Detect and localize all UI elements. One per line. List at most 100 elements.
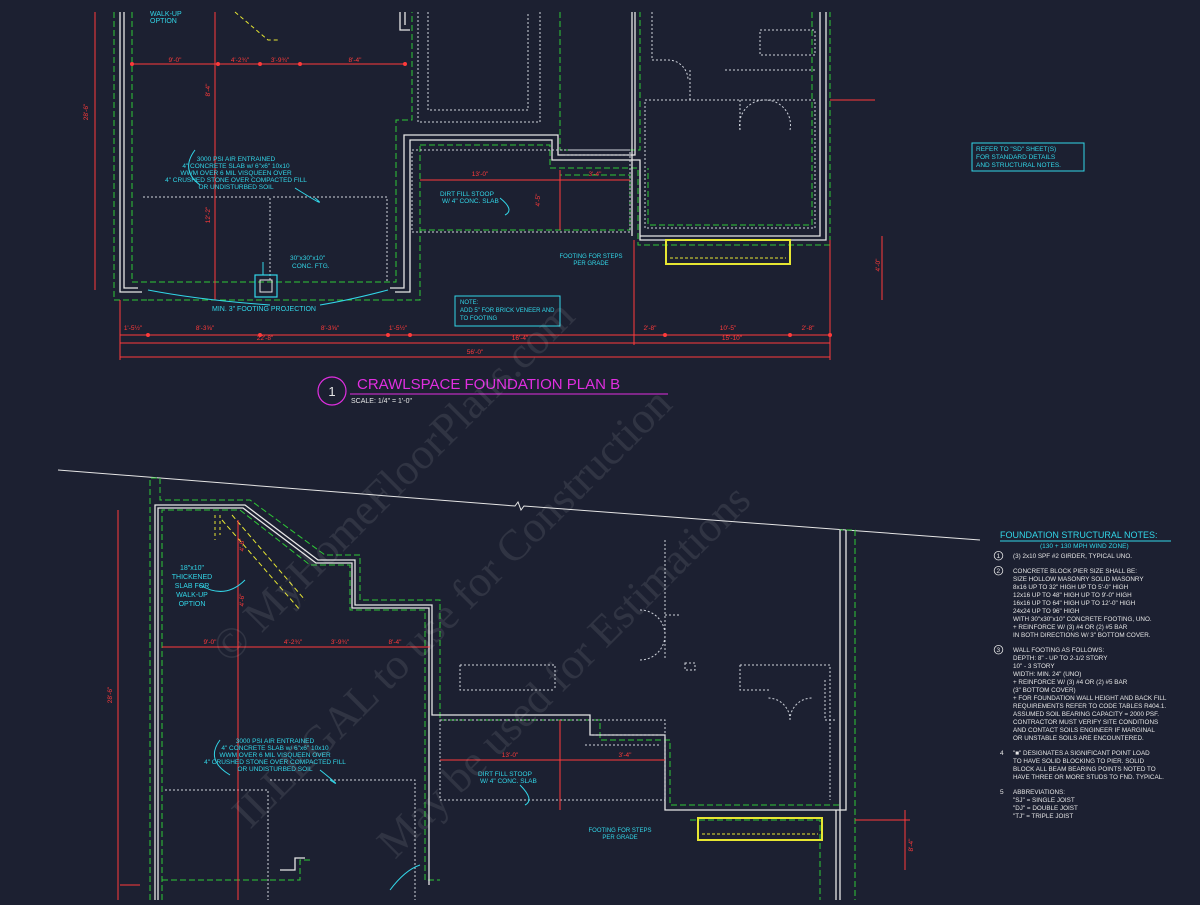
structural-note-line: BLOCK ALL BEAM BEARING POINTS NOTED TO	[1013, 766, 1156, 773]
plan-lower-walkup-stair	[221, 514, 306, 611]
structural-note-line: 10" - 3 STORY	[1013, 663, 1055, 670]
svg-text:8'-4": 8'-4"	[389, 639, 403, 646]
svg-text:FOR STANDARD DETAILS: FOR STANDARD DETAILS	[976, 154, 1056, 161]
structural-note-line: + FOR FOUNDATION WALL HEIGHT AND BACK FI…	[1013, 695, 1167, 702]
plan-b-interior-dotted	[143, 12, 816, 282]
structural-note-line: ASSUMED SOIL BEARING CAPACITY = 2000 PSF…	[1013, 711, 1159, 718]
structural-note-line: WIDTH: MIN. 24" (UNO)	[1013, 671, 1081, 678]
svg-text:9'-0": 9'-0"	[204, 639, 218, 646]
structural-note-line: WITH 30"x30"x10" CONCRETE FOOTING, UNO.	[1013, 616, 1152, 623]
plan-b: WALK-UP OPTION 3000 PSI AIR ENTRAINED 4"…	[83, 11, 883, 406]
plan-b-number-bubble	[317, 376, 347, 406]
svg-text:REFER TO "SD" SHEET(S): REFER TO "SD" SHEET(S)	[976, 146, 1056, 153]
break-line	[57, 469, 981, 541]
svg-text:ADD 5" FOR BRICK VENEER AND: ADD 5" FOR BRICK VENEER AND	[460, 308, 555, 314]
plan-b-pier	[259, 279, 273, 293]
svg-text:22'-8": 22'-8"	[257, 335, 274, 342]
plan-lower-dimension-text: 9'-0" 4'-2¾" 3'-9¾" 8'-4" 13'-0" 3'-4"	[204, 639, 633, 759]
svg-text:OPTION: OPTION	[179, 601, 206, 608]
svg-text:2'-8": 2'-8"	[802, 325, 816, 332]
structural-note-line: DEPTH: 8" - UP TO 2-1/2 STORY	[1013, 655, 1108, 662]
svg-text:56'-0": 56'-0"	[467, 349, 484, 356]
structural-note-line: + REINFORCE W/ (3) #4 OR (2) #5 BAR	[1013, 624, 1128, 631]
svg-text:18"x10": 18"x10"	[180, 565, 205, 572]
svg-text:FOOTING FOR STEPS: FOOTING FOR STEPS	[559, 254, 622, 260]
svg-text:AND STRUCTURAL NOTES.: AND STRUCTURAL NOTES.	[976, 162, 1061, 169]
plan-lower-dimension-lines	[117, 510, 910, 900]
structural-note-line: (3" BOTTOM COVER)	[1013, 687, 1076, 694]
watermark-line-1: © MyHomeFloorPlans.com	[202, 291, 584, 673]
plan-b-dimension-lines	[94, 12, 883, 360]
svg-text:DIRT FILL STOOP: DIRT FILL STOOP	[440, 191, 494, 198]
svg-text:9'-0": 9'-0"	[169, 57, 183, 64]
svg-text:WWM OVER 6 MIL VISQUEEN OVER: WWM OVER 6 MIL VISQUEEN OVER	[219, 752, 331, 759]
svg-text:8'-4": 8'-4"	[349, 57, 363, 64]
plan-b-footing-lines	[113, 12, 831, 301]
structural-note-number: 3	[997, 647, 1001, 654]
structural-note-number: 1	[997, 553, 1001, 560]
plan-b-leaders	[147, 149, 510, 306]
svg-text:4" CONCRETE SLAB w/ 6"x6" 10x1: 4" CONCRETE SLAB w/ 6"x6" 10x10	[221, 745, 329, 752]
plan-lower-stoop-note: DIRT FILL STOOP W/ 4" CONC. SLAB	[478, 771, 537, 785]
svg-text:1'-5½": 1'-5½"	[124, 324, 143, 332]
plan-b-scale: SCALE: 1/4" = 1'-0"	[351, 398, 412, 405]
structural-note-number: 5	[1000, 789, 1004, 796]
svg-text:13'-0": 13'-0"	[472, 171, 489, 178]
plan-lower-footing-lines	[149, 477, 856, 900]
plan-b-number: 1	[328, 384, 335, 399]
structural-note-line: 16x16 UP TO 64" HIGH UP TO 12'-0" HIGH	[1013, 600, 1136, 607]
svg-text:4" CRUSHED STONE OVER COMPACTE: 4" CRUSHED STONE OVER COMPACTED FILL	[165, 177, 307, 184]
structural-note-line: CONTRACTOR MUST VERIFY SITE CONDITIONS	[1013, 719, 1158, 726]
plan-lower-steps-note: FOOTING FOR STEPS PER GRADE	[588, 828, 651, 841]
svg-text:TO FOOTING: TO FOOTING	[460, 316, 498, 322]
structural-note-line: CONCRETE BLOCK PIER SIZE SHALL BE:	[1013, 568, 1137, 575]
svg-text:OR UNDISTURBED SOIL: OR UNDISTURBED SOIL	[237, 766, 313, 773]
svg-text:10'-5": 10'-5"	[720, 325, 737, 332]
structural-note-number-bubble	[993, 566, 1004, 576]
plan-lower-walkup-edge	[214, 515, 221, 540]
plan-b-dim-ticks	[130, 62, 832, 337]
svg-text:W/ 4" CONC. SLAB: W/ 4" CONC. SLAB	[480, 778, 537, 785]
structural-note-line: TO HAVE SOLID BLOCKING TO PIER. SOLID	[1013, 758, 1145, 765]
plan-b-slab-note: 3000 PSI AIR ENTRAINED 4" CONCRETE SLAB …	[165, 156, 307, 191]
svg-text:PER GRADE: PER GRADE	[602, 835, 637, 841]
svg-text:WWM OVER 6 MIL VISQUEEN OVER: WWM OVER 6 MIL VISQUEEN OVER	[180, 170, 292, 177]
plan-b-footing-pad	[254, 274, 278, 298]
plan-lower-leaders	[199, 579, 530, 891]
svg-text:THICKENED: THICKENED	[172, 574, 212, 581]
plan-lower-dim-vert-2: 8'-4"	[908, 838, 915, 852]
structural-note-line: "TJ" = TRIPLE JOIST	[1013, 813, 1073, 820]
watermark: © MyHomeFloorPlans.com ILLEGAL to use fo…	[202, 291, 759, 868]
svg-text:SLAB FOR: SLAB FOR	[175, 583, 210, 590]
svg-text:CONC. FTG.: CONC. FTG.	[292, 263, 330, 270]
plan-b-title-block: 1 CRAWLSPACE FOUNDATION PLAN B SCALE: 1/…	[317, 376, 668, 406]
plan-lower-slab-note: 3000 PSI AIR ENTRAINED 4" CONCRETE SLAB …	[204, 738, 346, 773]
plan-b-projection-note: MIN. 3" FOOTING PROJECTION	[212, 306, 316, 313]
svg-text:W/ 4" CONC. SLAB: W/ 4" CONC. SLAB	[442, 198, 499, 205]
plan-lower-dim-vert-0: 4'-6"	[239, 538, 246, 552]
plan-b-dim-vert-2: 4'-0"	[875, 258, 882, 272]
structural-notes-subheading: (130 + 130 MPH WIND ZONE)	[1040, 543, 1129, 550]
plan-b-door-swings	[667, 59, 791, 131]
structural-note-line: IN BOTH DIRECTIONS W/ 3" BOTTOM COVER.	[1013, 632, 1151, 639]
svg-text:1'-5½": 1'-5½"	[389, 324, 408, 332]
plan-b-steps	[665, 239, 791, 265]
structural-note-line: ABBREVIATIONS:	[1013, 789, 1065, 796]
plan-b-dim-vert-1: 8'-4"	[205, 83, 212, 97]
svg-text:4" CONCRETE SLAB w/ 6"x6" 10x1: 4" CONCRETE SLAB w/ 6"x6" 10x10	[182, 163, 290, 170]
svg-text:PER GRADE: PER GRADE	[573, 261, 608, 267]
plan-lower-walkup-note: 18"x10" THICKENED SLAB FOR WALK-UP OPTIO…	[172, 565, 212, 608]
plan-b-stoop-note: DIRT FILL STOOP W/ 4" CONC. SLAB	[440, 191, 499, 205]
svg-text:WALK-UP: WALK-UP	[176, 592, 208, 599]
plan-b-walkup-stair	[234, 11, 280, 41]
plan-b-veneer-note: NOTE: ADD 5" FOR BRICK VENEER AND TO FOO…	[454, 295, 561, 327]
svg-text:3000 PSI AIR ENTRAINED: 3000 PSI AIR ENTRAINED	[197, 156, 276, 163]
structural-note-line: "■" DESIGNATES A SIGNIFICANT POINT LOAD	[1013, 750, 1150, 757]
plan-lower-dim-left: 28'-6"	[107, 686, 114, 703]
svg-text:3'-9¾": 3'-9¾"	[271, 57, 290, 64]
svg-text:2'-8": 2'-8"	[644, 325, 658, 332]
svg-text:3'-9¾": 3'-9¾"	[331, 639, 350, 646]
structural-note-line: SIZE HOLLOW MASONRY SOLID MASONRY	[1013, 576, 1144, 583]
